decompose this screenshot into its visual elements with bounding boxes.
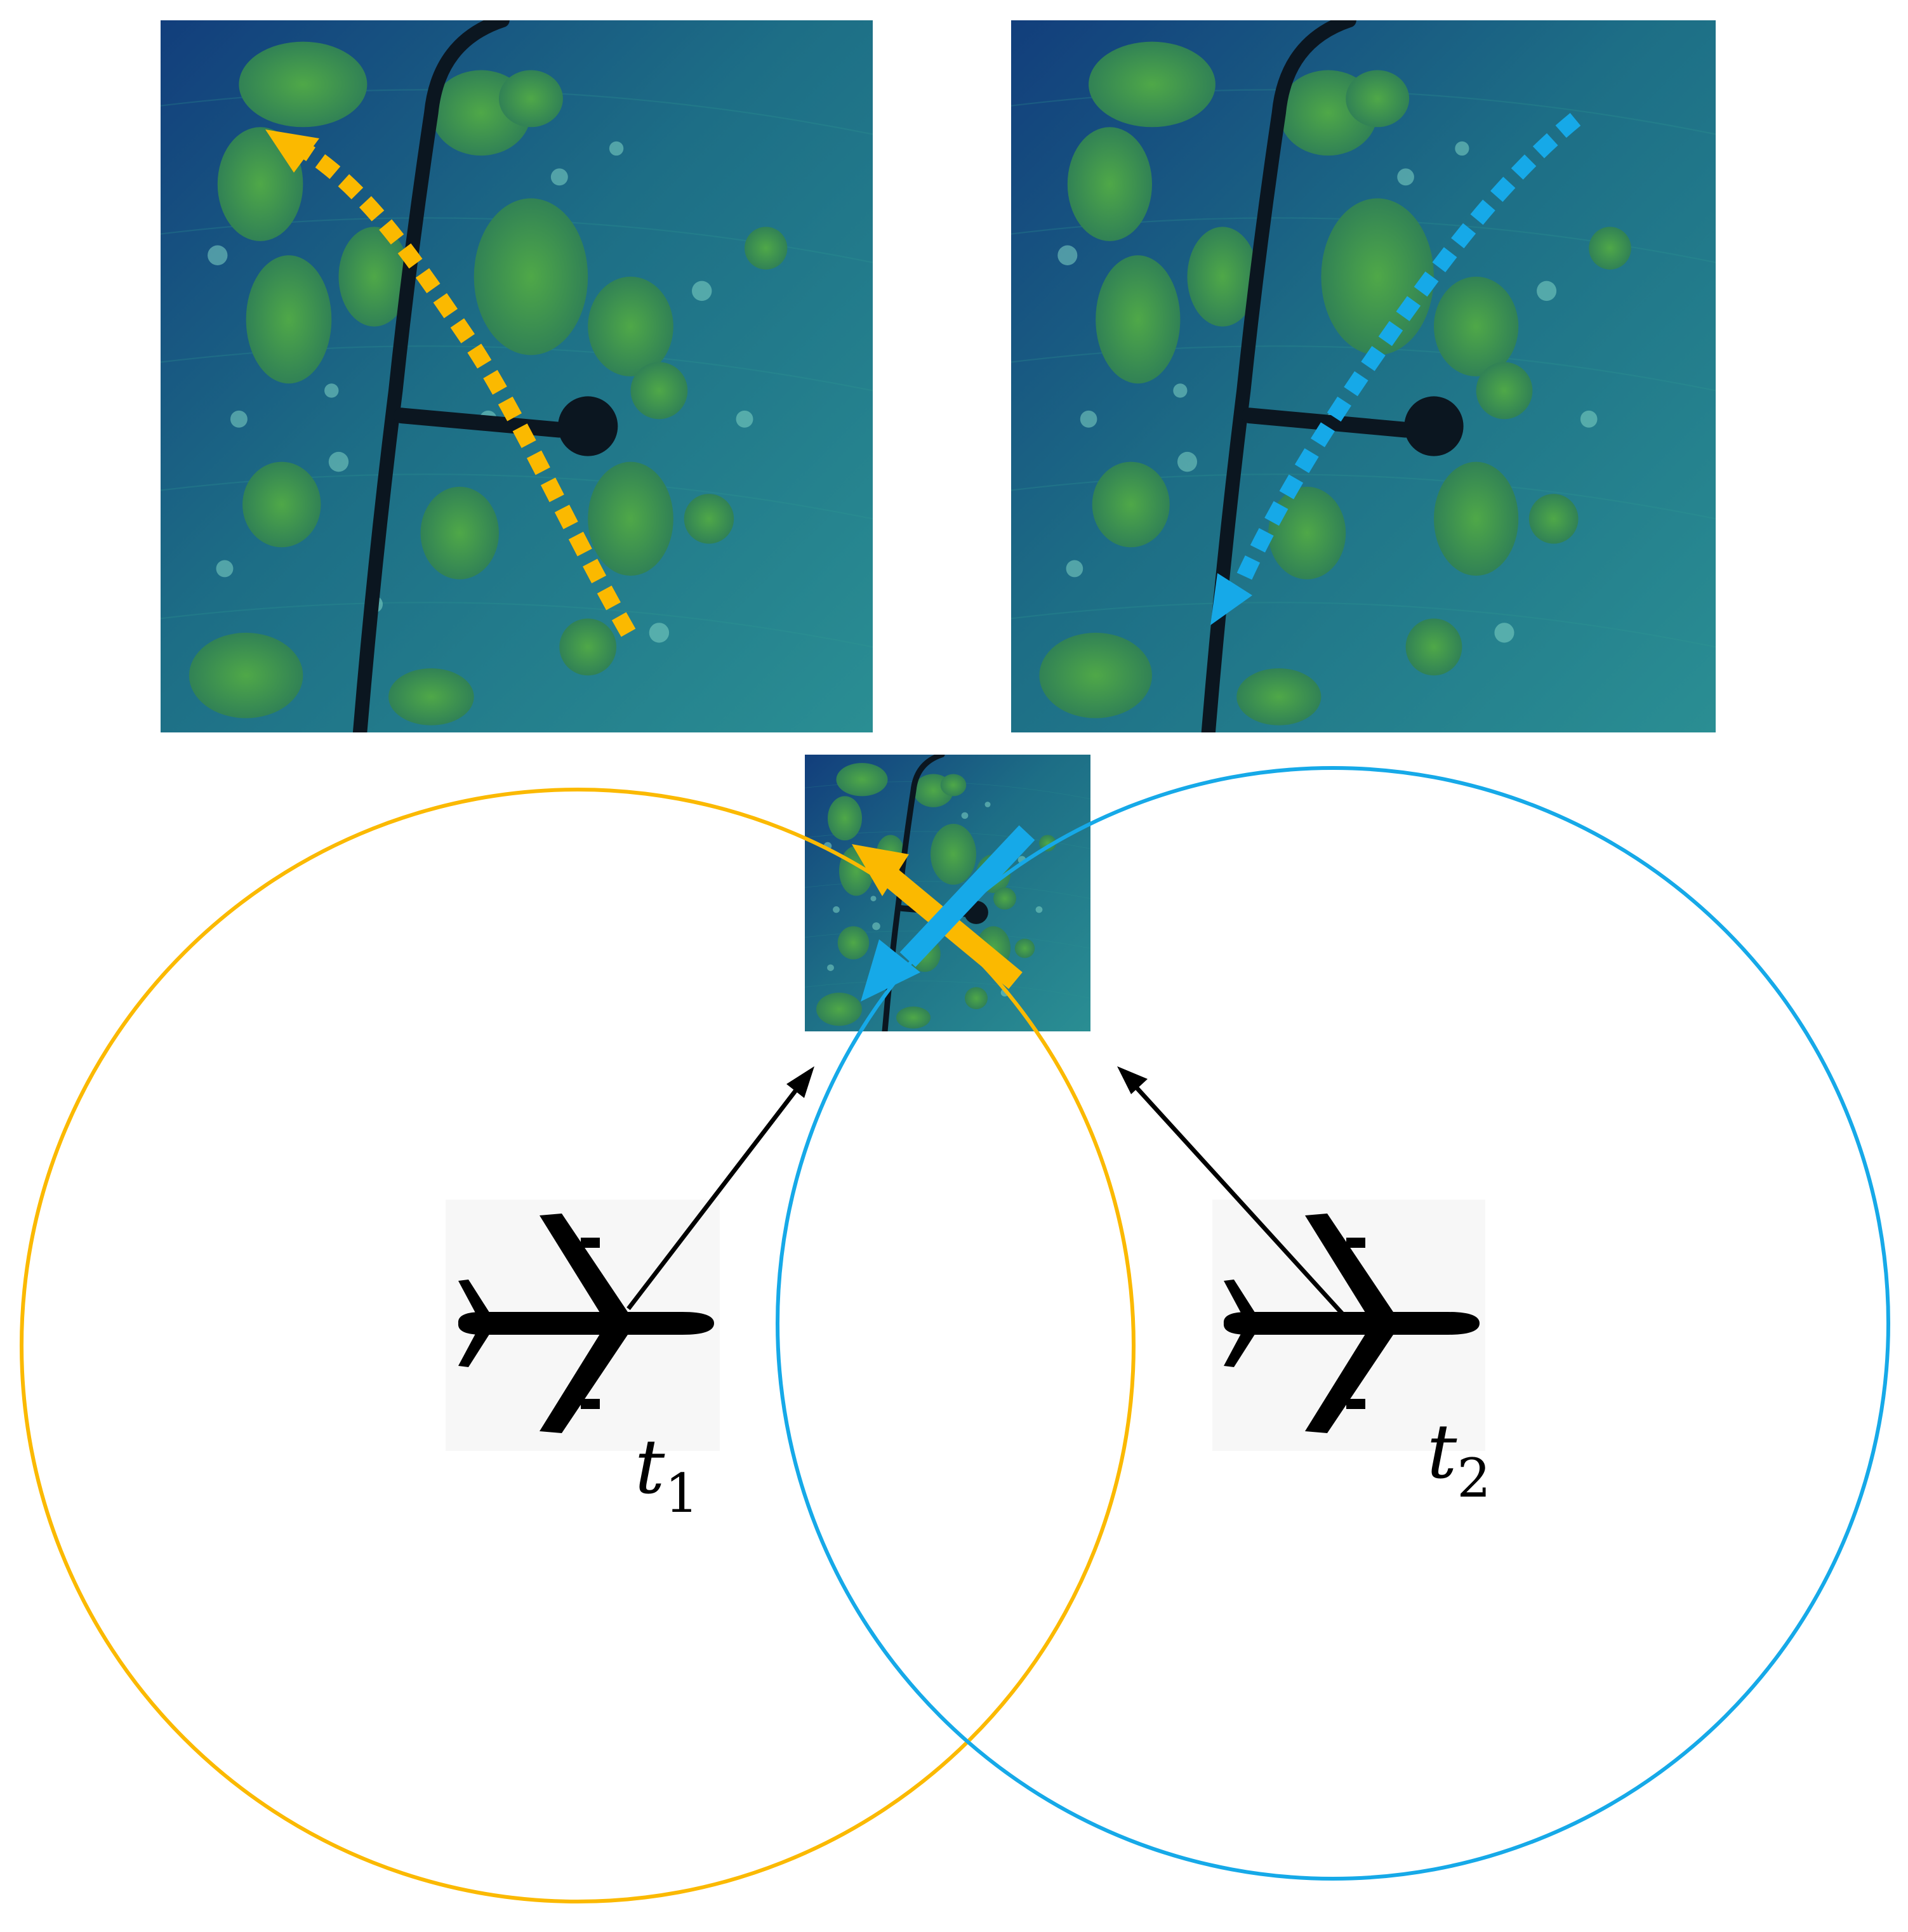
look-arrow-pass1-head (852, 844, 909, 896)
time-label-t2: t2 (1427, 1408, 1491, 1509)
look-arrow-pass2 (899, 825, 1035, 967)
line-of-sight-arrow-pass2-head (1117, 1066, 1148, 1094)
time-label-t1: t1 (635, 1423, 699, 1525)
footprint-circle-pass1 (20, 788, 1136, 1903)
terrain-image-pass2 (1011, 20, 1716, 732)
look-arrow-pass2-head (861, 939, 920, 1002)
plane-pass1 (446, 1200, 720, 1451)
track-arrow-pass1-head (265, 129, 319, 173)
airplane-icon (458, 1214, 714, 1433)
terrain-image-pass1 (161, 20, 873, 732)
track-arrow-pass2 (1233, 112, 1581, 588)
airplane-icon (1223, 1214, 1480, 1433)
track-arrow-pass1 (288, 135, 636, 637)
track-arrow-pass2-head (1210, 573, 1252, 625)
line-of-sight-arrow-pass2 (1134, 1085, 1344, 1316)
line-of-sight-arrow-pass1-head (786, 1066, 814, 1098)
terrain-image-overlap (805, 755, 1090, 1031)
plane-pass2 (1212, 1200, 1485, 1451)
footprint-circle-pass2 (776, 766, 1890, 1881)
line-of-sight-arrow-pass1 (626, 1087, 799, 1311)
